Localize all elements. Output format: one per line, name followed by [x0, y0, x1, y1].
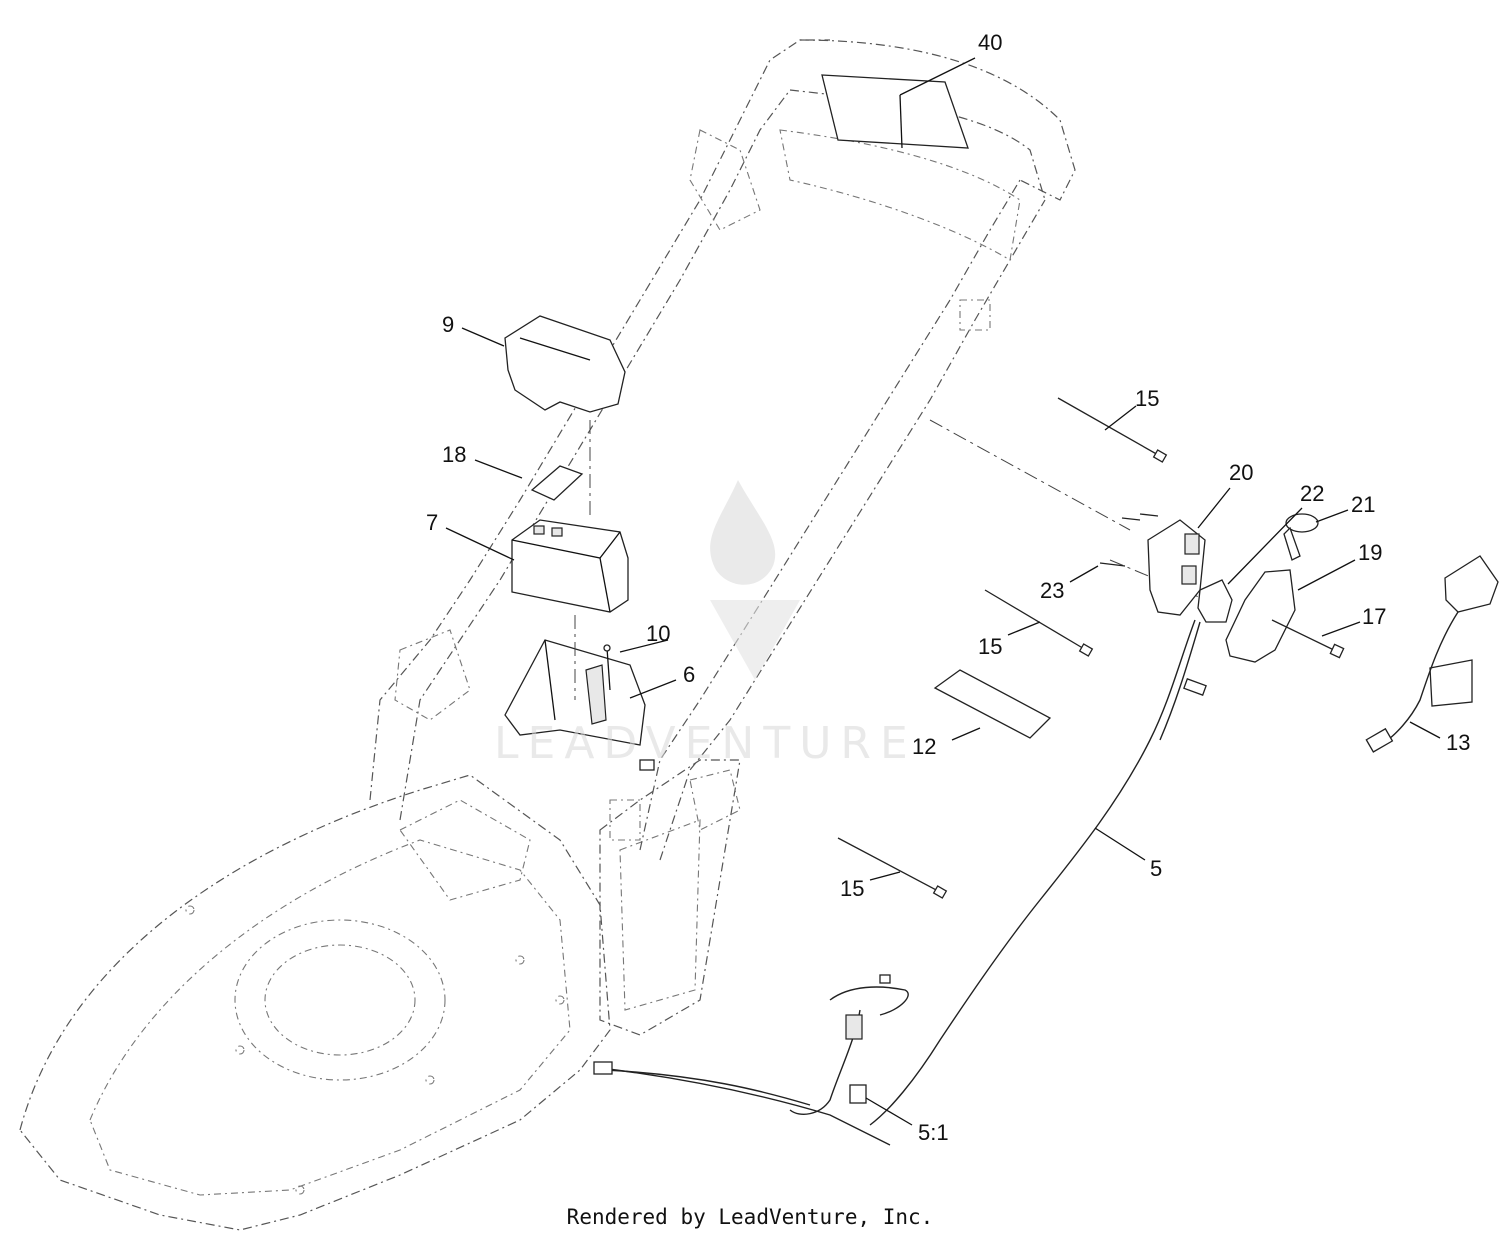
callout-12: 12	[912, 734, 936, 759]
part-23-screws	[1099, 513, 1159, 567]
callout-7: 7	[426, 510, 438, 535]
callout-9: 9	[442, 312, 454, 337]
part-5-wire-harness	[593, 619, 1207, 1146]
callout-40: 40	[978, 30, 1002, 55]
mower-frame-phantom	[19, 39, 1076, 1231]
callout-5: 5	[1150, 856, 1162, 881]
part-17-bolt	[1271, 619, 1345, 659]
part-18-label	[530, 465, 584, 501]
part-6-battery-tray	[504, 639, 655, 771]
part-20-switch-housing	[1147, 519, 1206, 616]
part-22-switch	[1197, 579, 1233, 623]
callout-23: 23	[1040, 578, 1064, 603]
watermark-text: LEADVENTURE	[494, 718, 917, 769]
footer-credit: Rendered by LeadVenture, Inc.	[566, 1205, 934, 1229]
leadventure-watermark: LEADVENTURE	[494, 480, 917, 769]
callout-22: 22	[1300, 481, 1324, 506]
callout-15-middle: 15	[978, 634, 1002, 659]
part-13-charger	[1365, 555, 1499, 753]
callout-17: 17	[1362, 604, 1386, 629]
part-7-battery	[511, 519, 629, 613]
part-10-screw	[603, 644, 611, 691]
part-15-cable-tie-middle	[984, 589, 1094, 657]
part-40-decal	[821, 74, 969, 149]
part-19-cover	[1225, 569, 1296, 663]
callout-5-1: 5:1	[918, 1120, 949, 1145]
callout-19: 19	[1358, 540, 1382, 565]
callout-6: 6	[683, 662, 695, 687]
callout-18: 18	[442, 442, 466, 467]
callout-labels: 40 9 18 7 10 6 15 20 22 21 19 23 15 17 1…	[426, 30, 1470, 1145]
leader-lines	[445, 57, 1441, 1126]
part-15-cable-tie-bottom	[837, 837, 948, 899]
part-12-decal	[933, 669, 1052, 739]
part-21-key	[1283, 513, 1319, 561]
callout-10: 10	[646, 621, 670, 646]
part-9-battery-cover	[504, 315, 626, 413]
callout-13: 13	[1446, 730, 1470, 755]
callout-20: 20	[1229, 460, 1253, 485]
callout-21: 21	[1351, 492, 1375, 517]
callout-15-bottom: 15	[840, 876, 864, 901]
callout-15-top: 15	[1135, 386, 1159, 411]
